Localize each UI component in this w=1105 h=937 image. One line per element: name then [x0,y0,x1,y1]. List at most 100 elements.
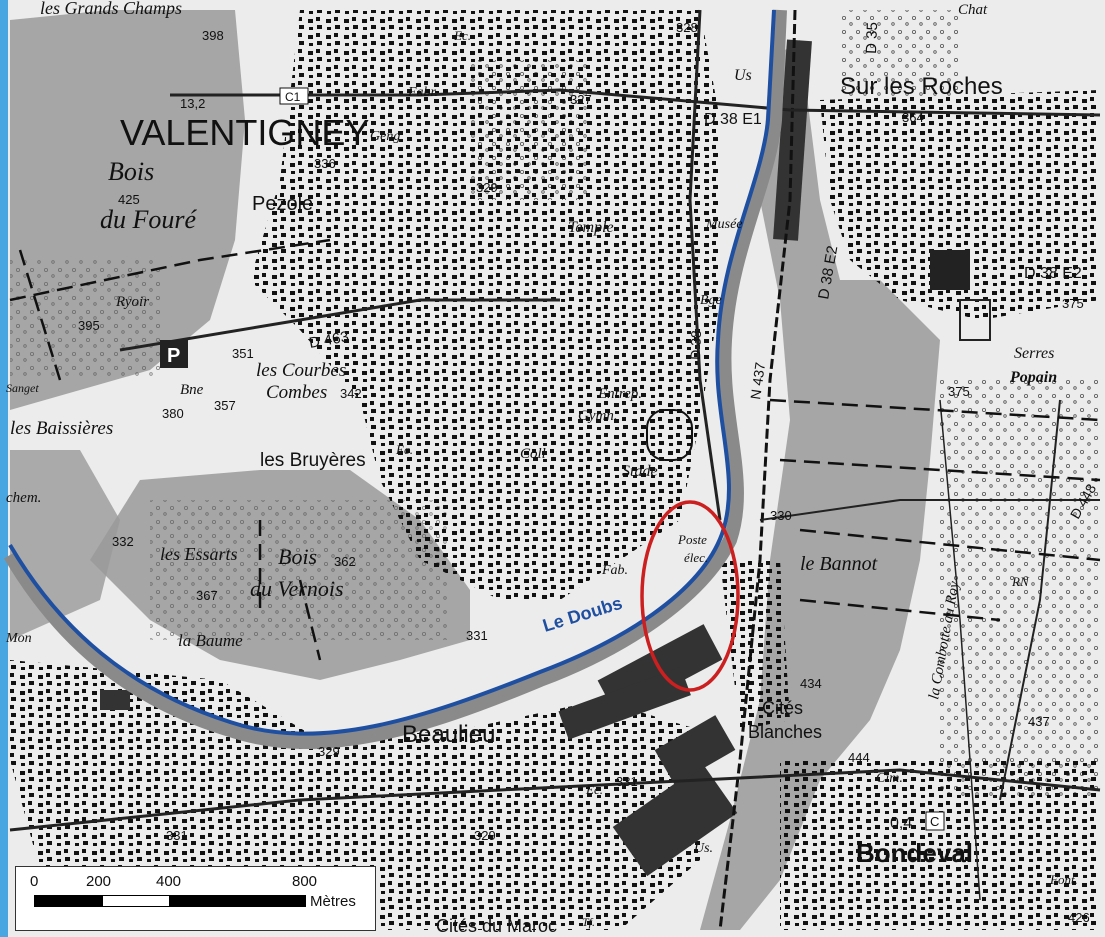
label-sangey: Sanget [6,381,39,395]
elev-395: 395 [78,318,100,333]
elev-327: 327 [570,92,592,107]
urban-bondeval [780,760,1100,930]
scale-segment-2 [102,895,170,907]
label-valentigney: VALENTIGNEY [120,112,369,153]
orchard-pattern-top-right [840,10,960,100]
label-cites-blanches-1: Cités [762,698,803,718]
label-coll: Coll [520,446,546,462]
label-bondeval: Bondeval [856,838,973,868]
highlight-circle [640,500,740,692]
label-bge: Bge [700,293,722,308]
elev-329-top: 329 [476,180,498,195]
orchard-pattern-right [940,380,1100,800]
road-n437: N 437 [747,361,768,400]
label-bois-foure-2: du Fouré [100,205,198,234]
label-us-top: Us [734,67,752,84]
label-fab-mid: Fab. [601,563,628,578]
scale-tick-400: 400 [156,873,182,890]
road-d38e1: D 38 E1 [704,111,762,128]
label-grands-champs: les Grands Champs [40,0,182,18]
orchard-pattern-west [10,260,160,380]
elev-425: 425 [118,192,140,207]
label-fabr: Fabr. [407,85,438,100]
label-rn: RN [1011,574,1030,589]
label-bois-foure-1: Bois [108,157,154,186]
stadium-track [646,409,693,461]
scale-tick-800: 800 [292,873,318,890]
road-c1: C1 [285,90,301,104]
label-popain: Popain [1009,369,1057,386]
label-entrep: Entrep. [597,386,642,402]
label-mon: Mon [5,631,32,646]
label-cites-maroc: Cités du Maroc [436,916,557,936]
elev-357: 357 [214,398,236,413]
road-c: C [930,814,939,829]
label-geng: Geng [370,129,400,144]
elev-331-c: 331 [166,828,188,843]
scale-bar: 0 200 400 800 Mètres [15,866,376,931]
elev-364: 364 [902,110,924,125]
label-gymn: Gymn. [578,408,618,424]
elev-375-b: 375 [948,384,970,399]
label-pezole: Pezole [252,193,313,215]
urban-valentigney [250,10,720,600]
scale-unit: Mètres [310,893,356,910]
label-ec-bot: Ec. [585,782,603,797]
label-la-baume: la Baume [178,631,243,650]
label-courbes-2: Combes [266,382,327,403]
scale-segment-3 [170,895,306,907]
river-channel [3,9,787,749]
elev-434: 434 [800,676,822,691]
scale-segment-1 [34,895,102,907]
railway [718,9,797,931]
elev-336: 336 [314,156,336,171]
label-temple: Temple [568,219,614,236]
orchard-pattern-vernois [150,500,450,640]
elev-375-a: 375 [1062,296,1084,311]
label-poste-1: Poste [677,532,707,547]
road-c1-box [279,87,309,105]
urban-east [820,90,1100,320]
elev-398: 398 [202,28,224,43]
label-tf: Tf. [582,915,595,929]
road-d38: D 38 [687,330,704,360]
label-baissieres: les Baissières [10,418,113,439]
left-frame-strip [0,0,8,937]
elev-426: 426 [1068,910,1090,925]
label-bne: Bne [180,382,204,398]
elev-342: 342 [340,386,362,401]
elev-362: 362 [334,554,356,569]
label-le-bannot: le Bannot [800,553,878,575]
elev-329-mid: 329 [318,744,340,759]
label-cites-blanches-2: Blanches [748,722,822,742]
elev-437: 437 [1028,714,1050,729]
roads [9,9,1101,901]
label-bois-vernois-2: du Vernois [250,576,344,601]
road-d38e2-b: D 38 E2 [1024,265,1082,282]
elev-351: 351 [232,346,254,361]
parking-sign [160,340,188,368]
label-ec-top: Ec. [453,28,471,43]
elev-330: 330 [770,508,792,523]
elev-332: 332 [112,534,134,549]
road-d463: D 463 [308,328,350,352]
label-chem: chem. [6,490,41,506]
elev-331-b: 331 [616,774,638,789]
river-le-doubs-line [8,9,776,736]
label-courbes-1: les Courbes [256,360,346,381]
elev-13-2: 13,2 [180,96,205,111]
label-stade: Stade [622,463,658,480]
elev-328: 328 [676,20,698,35]
elev-0-4: 0,4 [890,815,912,832]
elev-444: 444 [848,750,870,765]
label-cim: Cim. [876,771,903,786]
label-font: Font. [1049,872,1078,887]
road-c-box [925,811,945,831]
elev-380: 380 [162,406,184,421]
label-ryoir: Ryoir [115,294,149,310]
urban-beaulieu [10,660,700,930]
label-chat: Chat [958,2,988,18]
label-serres: Serres [1014,345,1054,362]
